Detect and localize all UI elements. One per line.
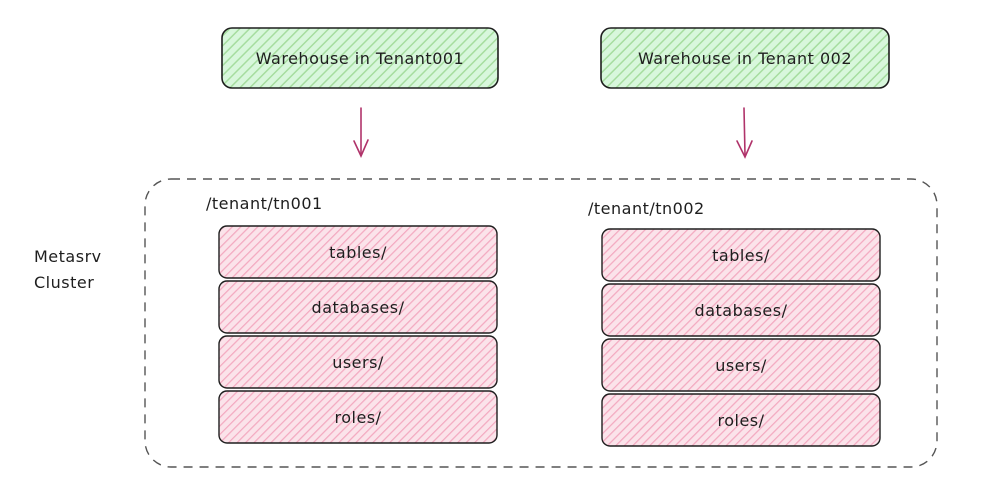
tenant2-item-box-users <box>601 338 881 392</box>
tenant2-item-tables: tables/ <box>712 245 770 265</box>
warehouse-box-1 <box>221 27 499 89</box>
tenant1-item-box-roles <box>218 390 498 444</box>
tenant1-item-users: users/ <box>332 352 384 372</box>
tenant2-item-roles: roles/ <box>717 410 765 430</box>
arrow-down-2 <box>736 107 753 159</box>
tenant2-item-box-databases <box>601 283 881 337</box>
cluster-label-line2: Cluster <box>34 273 95 292</box>
arrow-down-1 <box>353 107 369 158</box>
cluster-label-line1: Metasrv <box>34 247 102 266</box>
tenant1-item-roles: roles/ <box>334 407 382 427</box>
tenant1-item-box-users <box>218 335 498 389</box>
tenant1-item-tables: tables/ <box>329 242 387 262</box>
tenant2-item-box-roles <box>601 393 881 447</box>
tenant1-item-box-tables <box>218 225 498 279</box>
tenant2-item-users: users/ <box>715 355 767 375</box>
warehouse-label-1: Warehouse in Tenant001 <box>255 48 465 68</box>
tenant1-item-box-databases <box>218 280 498 334</box>
metasrv-cluster-label: Metasrv Cluster <box>34 244 102 296</box>
warehouse-label-2: Warehouse in Tenant 002 <box>637 48 853 68</box>
tenant1-item-databases: databases/ <box>311 297 405 317</box>
tenant2-path: /tenant/tn002 <box>588 199 705 218</box>
tenant2-item-databases: databases/ <box>694 300 788 320</box>
metasrv-cluster-boundary <box>144 178 938 468</box>
tenant2-item-box-tables <box>601 228 881 282</box>
tenant1-path: /tenant/tn001 <box>206 194 323 213</box>
warehouse-box-2 <box>600 27 890 89</box>
